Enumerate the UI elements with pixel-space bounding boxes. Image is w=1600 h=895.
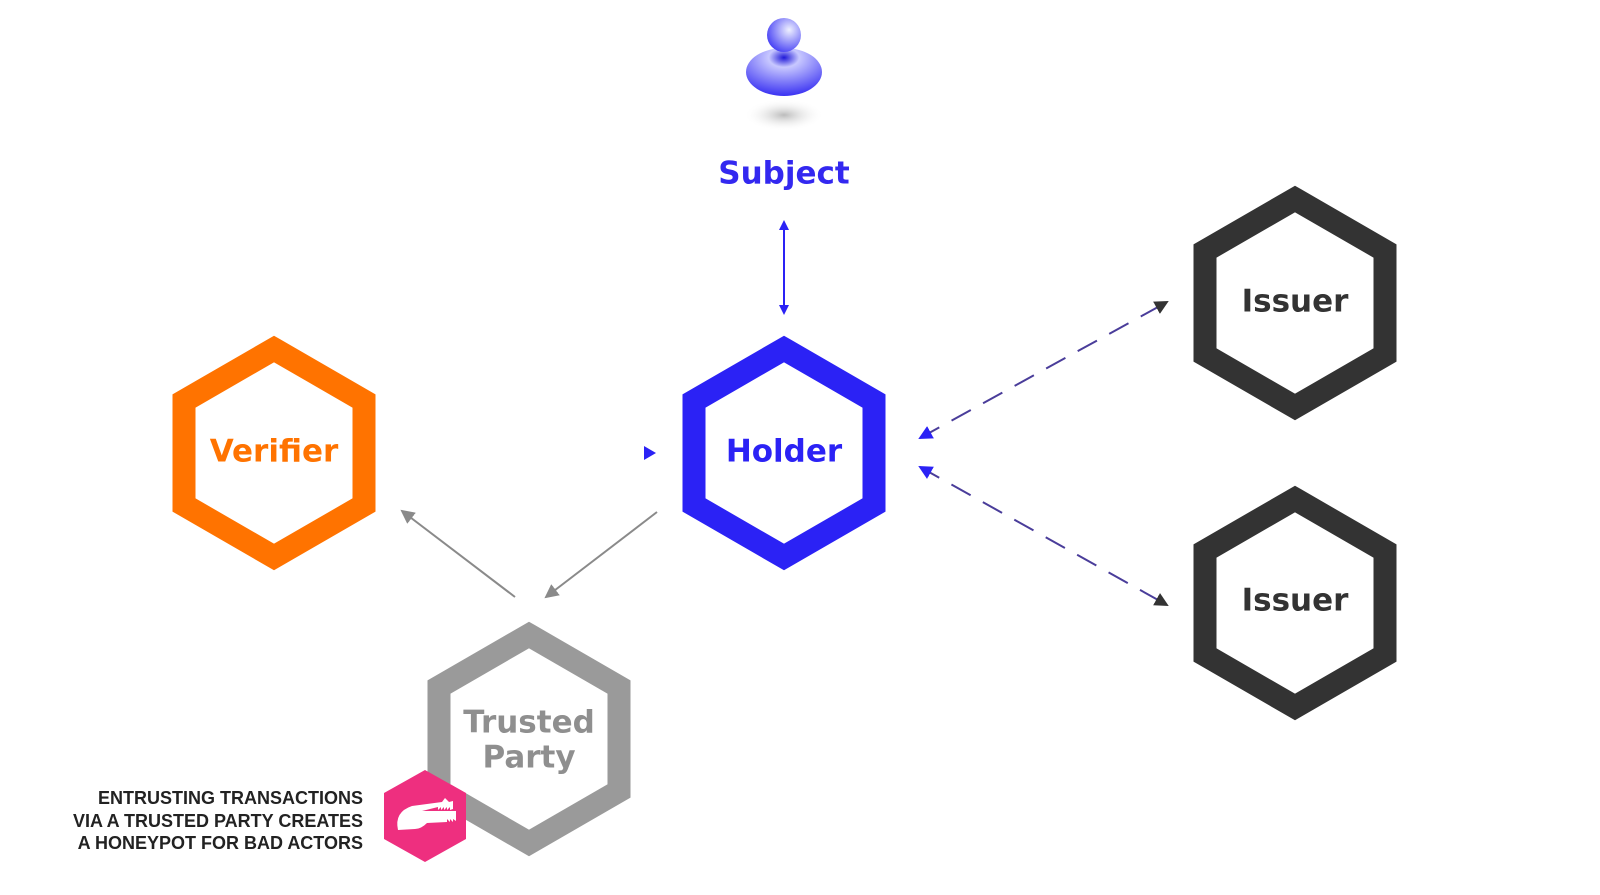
honeypot-warning-text: ENTRUSTING TRANSACTIONS VIA A TRUSTED PA… [73,787,363,855]
trusted-party-node: Trusted Party [427,621,631,857]
holder-hexagon [682,335,886,571]
subject-label: Subject [718,156,850,192]
verifier-label: Verifier [210,434,339,470]
trusted-party-label-line2: Party [482,740,575,776]
holder-issuer-bottom-arrow [918,466,1169,606]
issuer-top-node: Issuer [1193,185,1397,421]
issuer-top-hexagon [1193,185,1397,421]
crocodile-icon [397,798,456,830]
subject-node: Subject [718,18,850,192]
warning-line-1: ENTRUSTING TRANSACTIONS [98,788,363,808]
warning-line-3: A HONEYPOT FOR BAD ACTORS [77,833,363,853]
holder-trusted-party-arrow [544,511,658,599]
holder-node: Holder [682,335,886,571]
holder-label: Holder [726,434,843,470]
trusted-party-label-line1: Trusted [463,705,595,741]
trusted-party-verifier-arrow [400,509,516,598]
issuer-bottom-node: Issuer [1193,485,1397,721]
trusted-party-hexagon [427,621,631,857]
holder-issuer-top-arrow [918,301,1169,439]
verifier-holder-arrowhead [644,446,656,460]
person-icon [744,18,824,131]
verifier-hexagon [172,335,376,571]
issuer-bottom-hexagon [1193,485,1397,721]
honeypot-warning-badge [384,770,466,862]
warning-line-2: VIA A TRUSTED PARTY CREATES [72,810,363,831]
verifier-node: Verifier [172,335,376,571]
issuer-top-label: Issuer [1242,284,1350,320]
issuer-bottom-label: Issuer [1242,583,1350,619]
